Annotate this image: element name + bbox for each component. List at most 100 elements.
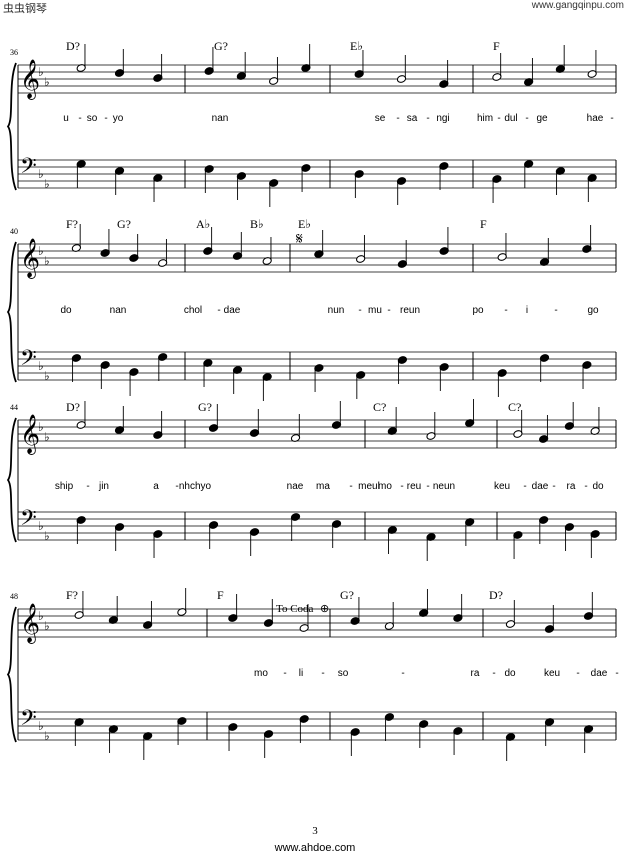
lyric-syllable: - (554, 305, 557, 316)
chord-symbol: D? (489, 588, 503, 602)
chord-symbol: F? (66, 588, 78, 602)
lyric-syllable: - (426, 113, 429, 124)
lyric-syllable: nan (110, 305, 127, 316)
lyric-syllable: - (396, 113, 399, 124)
chord-symbol: F (480, 217, 487, 231)
treble-clef: 𝄞 (20, 603, 40, 644)
chord-symbol: F (493, 39, 500, 53)
lyric-syllable: - (401, 668, 404, 679)
lyric-syllable: jin (98, 481, 109, 492)
chord-symbol: D? (66, 400, 80, 414)
lyric-syllable: so (338, 668, 349, 679)
lyric-syllable: - (504, 305, 507, 316)
lyric-syllable: ship (55, 481, 74, 492)
lyric-syllable: a (153, 481, 159, 492)
lyric-syllable: - (78, 113, 81, 124)
measure-number: 48 (10, 592, 18, 601)
chord-symbol: E♭ (298, 217, 311, 231)
lyric-syllable: u (63, 113, 69, 124)
page-number: 3 (312, 825, 318, 837)
flat-symbol: ♭ (38, 719, 44, 733)
lyric-syllable: - (283, 668, 286, 679)
lyric-syllable: - (576, 668, 579, 679)
chord-symbol: G? (340, 588, 354, 602)
chord-symbol: A♭ (196, 217, 210, 231)
lyric-syllable: - (349, 481, 352, 492)
chord-symbol: G? (214, 39, 228, 53)
lyric-syllable: reu (407, 481, 421, 492)
lyric-syllable: ra (471, 668, 480, 679)
flat-symbol: ♭ (38, 420, 44, 434)
lyric-syllable: nun (328, 305, 345, 316)
lyric-syllable: sa (407, 113, 418, 124)
lyric-syllable: ma (316, 481, 330, 492)
treble-clef: 𝄞 (20, 414, 40, 455)
lyric-syllable: so (87, 113, 98, 124)
lyric-syllable: - (426, 481, 429, 492)
lyric-syllable: dae (532, 481, 549, 492)
flat-symbol: ♭ (44, 529, 50, 543)
measure-number: 40 (10, 227, 18, 236)
system-brace (6, 62, 17, 191)
lyric-syllable: - (525, 113, 528, 124)
treble-clef: 𝄞 (20, 59, 40, 100)
lyric-syllable: - (523, 481, 526, 492)
bass-clef: 𝄢 (20, 506, 37, 536)
lyric-syllable: - (104, 113, 107, 124)
lyric-syllable: dae (591, 668, 608, 679)
flat-symbol: ♭ (44, 254, 50, 268)
lyric-syllable: neun (433, 481, 455, 492)
lyric-syllable: yo (113, 113, 124, 124)
segno-icon: 𝄋 (296, 229, 303, 248)
chord-symbol: G? (198, 400, 212, 414)
lyric-syllable: ge (536, 113, 548, 124)
measure-number: 36 (10, 48, 18, 57)
lyric-syllable: - (497, 113, 500, 124)
lyric-syllable: reun (400, 305, 420, 316)
coda-icon: ⊕ (320, 603, 329, 615)
flat-symbol: ♭ (38, 65, 44, 79)
lyric-syllable: - (552, 481, 555, 492)
lyric-syllable: i (526, 305, 528, 316)
lyric-syllable: keu (494, 481, 510, 492)
lyric-syllable: po (472, 305, 484, 316)
bass-clef: 𝄢 (20, 154, 37, 184)
chord-symbol: G? (117, 217, 131, 231)
lyric-syllable: nhchyo (179, 481, 212, 492)
lyric-syllable: dae (224, 305, 241, 316)
lyric-syllable: keu (544, 668, 560, 679)
measure-number: 44 (10, 403, 18, 412)
flat-symbol: ♭ (44, 430, 50, 444)
chord-symbol: F? (66, 217, 78, 231)
flat-symbol: ♭ (44, 177, 50, 191)
lyric-syllable: - (615, 668, 618, 679)
lyric-syllable: se (375, 113, 386, 124)
lyric-syllable: mo (378, 481, 392, 492)
lyric-syllable: do (504, 668, 516, 679)
flat-symbol: ♭ (38, 244, 44, 258)
flat-symbol: ♭ (44, 619, 50, 633)
lyric-syllable: - (321, 668, 324, 679)
lyric-syllable: him (477, 113, 493, 124)
lyric-syllable: dul (504, 113, 517, 124)
lyric-syllable: - (358, 305, 361, 316)
lyric-syllable: mo (254, 668, 268, 679)
flat-symbol: ♭ (38, 609, 44, 623)
chord-symbol: C? (373, 400, 386, 414)
bass-clef: 𝄢 (20, 346, 37, 376)
lyric-syllable: - (175, 481, 178, 492)
to-coda-marker: To Coda (276, 603, 314, 615)
lyric-syllable: nan (212, 113, 229, 124)
flat-symbol: ♭ (38, 167, 44, 181)
system-brace (6, 606, 17, 743)
chord-symbol: B♭ (250, 217, 264, 231)
site-name-left: 虫虫钢琴 (3, 2, 47, 15)
lyric-syllable: - (387, 305, 390, 316)
system-brace (6, 241, 17, 383)
chord-symbol: F (217, 588, 224, 602)
lyric-syllable: - (217, 305, 220, 316)
site-url-right: www.gangqinpu.com (531, 0, 624, 11)
lyric-syllable: hae (587, 113, 604, 124)
lyric-syllable: mu (368, 305, 382, 316)
lyric-syllable: - (492, 668, 495, 679)
